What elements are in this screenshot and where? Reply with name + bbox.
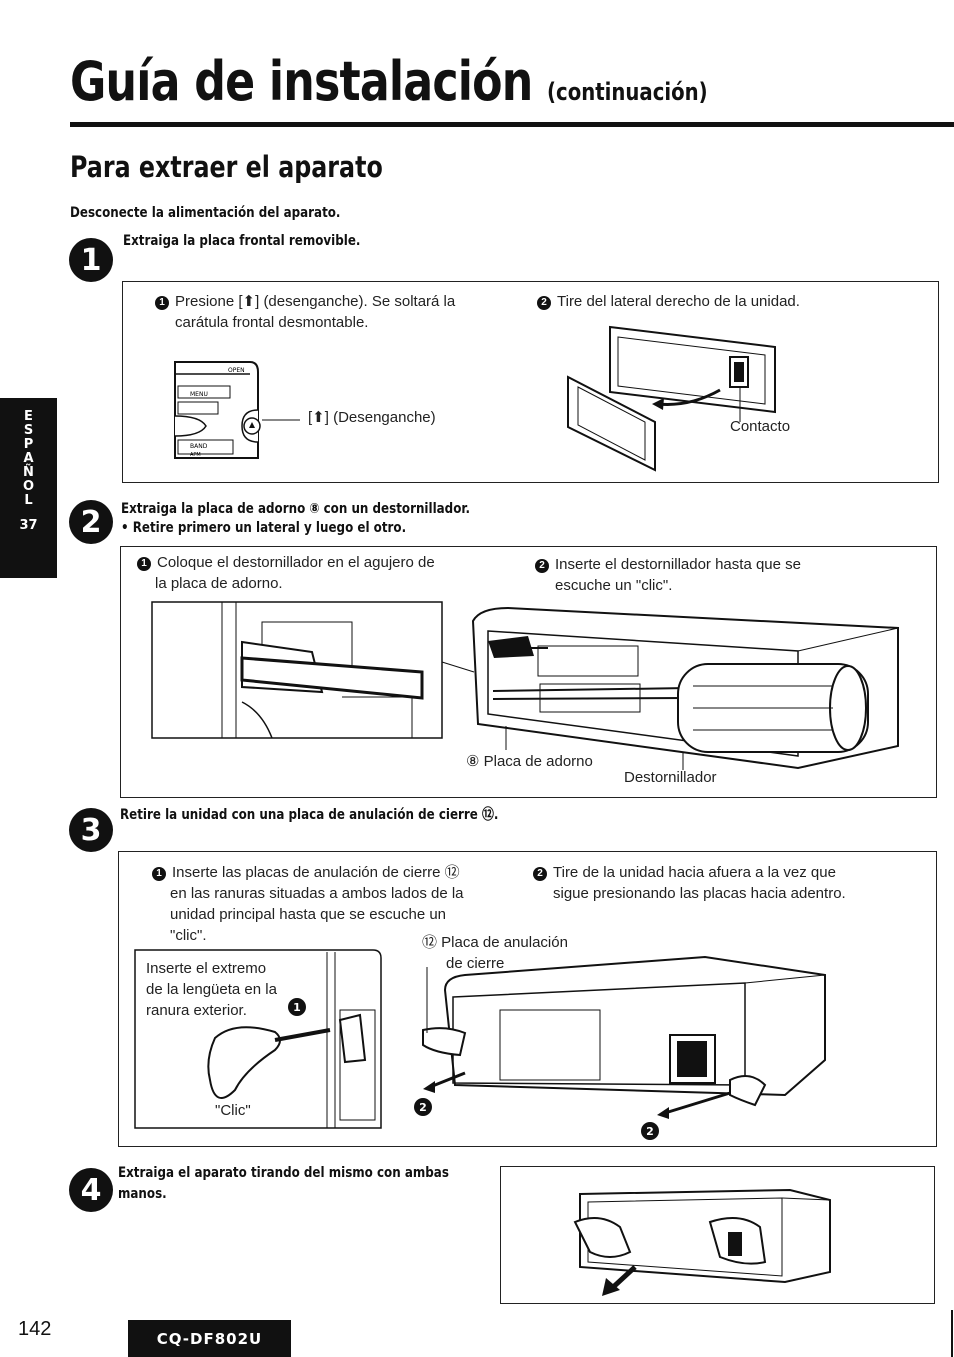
page-title-sub: (continuación) bbox=[547, 78, 708, 106]
page-title-main: Guía de instalación bbox=[70, 50, 533, 113]
panel-menu-label: MENU bbox=[190, 391, 208, 398]
step-3b-text: 2 Tire de la unidad hacia afuera a la vez… bbox=[533, 862, 893, 904]
text-line: en las ranuras situadas a ambos lados de… bbox=[170, 885, 464, 902]
tab-letter: S bbox=[23, 423, 34, 438]
step-1-heading: Extraiga la placa frontal removible. bbox=[123, 233, 361, 249]
screwdriver-insert-illustration bbox=[471, 606, 899, 770]
step-marker-1: 1 bbox=[137, 556, 151, 571]
step-4-number: 4 bbox=[69, 1168, 113, 1212]
release-label: [⬆] (Desenganche) bbox=[308, 409, 436, 426]
trim-plate-label: ⑧ Placa de adorno bbox=[466, 753, 593, 770]
screwdriver-label: Destornillador bbox=[624, 769, 717, 786]
text-line: de cierre bbox=[446, 955, 505, 972]
step-marker-2: 2 bbox=[646, 1125, 654, 1138]
click-label: "Clic" bbox=[215, 1102, 251, 1119]
text-line: Inserte el extremo bbox=[146, 960, 267, 977]
tab-letter: L bbox=[24, 493, 33, 508]
text-line: ranura exterior. bbox=[146, 1002, 247, 1019]
text-line: Inserte las placas de anulación de cierr… bbox=[172, 864, 460, 881]
step-marker-2: 2 bbox=[537, 295, 551, 310]
section-title: Para extraer el aparato bbox=[70, 150, 383, 184]
step-1a-text: 1 Presione [⬆] (desenganche). Se soltará … bbox=[155, 291, 515, 333]
section-intro: Desconecte la alimentación del aparato. bbox=[70, 205, 341, 221]
step-2-heading: Extraiga la placa de adorno ⑧ con un des… bbox=[121, 501, 471, 517]
panel-band-label: BAND bbox=[190, 443, 208, 450]
tab-letter: Ñ bbox=[23, 465, 34, 480]
step-marker-2: 2 bbox=[535, 558, 549, 573]
panel-open-label: OPEN bbox=[228, 367, 245, 374]
text-line: unidad principal hasta que se escuche un bbox=[170, 906, 447, 923]
screwdriver-closeup-illustration bbox=[151, 601, 475, 739]
text-line: Extraiga el aparato tirando del mismo co… bbox=[118, 1165, 449, 1181]
tab-letter: A bbox=[23, 451, 34, 466]
step-3a-text: 1 Inserte las placas de anulación de cier… bbox=[152, 862, 492, 946]
pull-unit-illustration bbox=[573, 1188, 831, 1296]
text-line: carátula frontal desmontable. bbox=[175, 314, 369, 331]
title-rule bbox=[70, 122, 954, 127]
text-line: manos. bbox=[118, 1186, 167, 1202]
step-marker-1: 1 bbox=[293, 1001, 301, 1014]
text-line: de la lengüeta en la bbox=[146, 981, 277, 998]
step-3-heading: Retire la unidad con una placa de anulac… bbox=[120, 807, 499, 823]
text-line: Coloque el destornillador en el agujero … bbox=[157, 554, 435, 571]
contact-label: Contacto bbox=[730, 418, 791, 435]
text-line: escuche un "clic". bbox=[555, 577, 673, 594]
step-1b-text: 2 Tire del lateral derecho de la unidad. bbox=[537, 291, 800, 312]
language-tab-page: 37 bbox=[19, 518, 38, 533]
language-tab: E S P A Ñ O L 37 bbox=[0, 398, 57, 578]
faceplate-removal-illustration bbox=[567, 325, 776, 472]
text-line: Tire de la unidad hacia afuera a la vez … bbox=[553, 864, 836, 881]
insert-note: Inserte el extremo de la lengüeta en la … bbox=[146, 958, 277, 1021]
text-line: ⑫ Placa de anulación bbox=[422, 934, 568, 951]
tab-letter: O bbox=[22, 479, 35, 494]
lock-plate-label: ⑫ Placa de anulación de cierre bbox=[422, 932, 568, 974]
text-line: Inserte el destornillador hasta que se bbox=[555, 556, 801, 573]
text-line: Tire del lateral derecho de la unidad. bbox=[557, 293, 800, 310]
tab-letter: E bbox=[24, 409, 33, 424]
lock-plate-inset-illustration: 1 bbox=[134, 949, 382, 1129]
step-2a-text: 1 Coloque el destornillador en el agujero… bbox=[137, 552, 467, 594]
step-marker-2: 2 bbox=[533, 866, 547, 881]
faceplate-release-illustration: OPEN MENU BAND APM bbox=[174, 361, 300, 459]
text-line: la placa de adorno. bbox=[155, 575, 283, 592]
step-2-number: 2 bbox=[69, 500, 113, 544]
page-title: Guía de instalación (continuación) bbox=[70, 50, 708, 113]
step-marker-1: 1 bbox=[152, 866, 166, 881]
step-2-bullet: • Retire primero un lateral y luego el o… bbox=[121, 520, 407, 536]
tab-letter: P bbox=[23, 437, 34, 452]
model-badge: CQ-DF802U bbox=[128, 1320, 291, 1357]
text-line: Presione [⬆] (desenganche). Se soltará l… bbox=[175, 293, 456, 310]
step-4-heading: Extraiga el aparato tirando del mismo co… bbox=[118, 1163, 449, 1205]
step-marker-2: 2 bbox=[419, 1101, 427, 1114]
step-1-number: 1 bbox=[69, 238, 113, 282]
edge-rule bbox=[951, 1310, 953, 1357]
text-line: "clic". bbox=[170, 927, 207, 944]
page-number: 142 bbox=[18, 1318, 52, 1340]
step-3-number: 3 bbox=[69, 808, 113, 852]
unit-removal-illustration: 2 2 bbox=[414, 955, 826, 1140]
step-marker-1: 1 bbox=[155, 295, 169, 310]
text-line: sigue presionando las placas hacia adent… bbox=[553, 885, 846, 902]
panel-apm-label: APM bbox=[190, 452, 201, 458]
language-tab-letters: E S P A Ñ O L bbox=[0, 398, 57, 508]
